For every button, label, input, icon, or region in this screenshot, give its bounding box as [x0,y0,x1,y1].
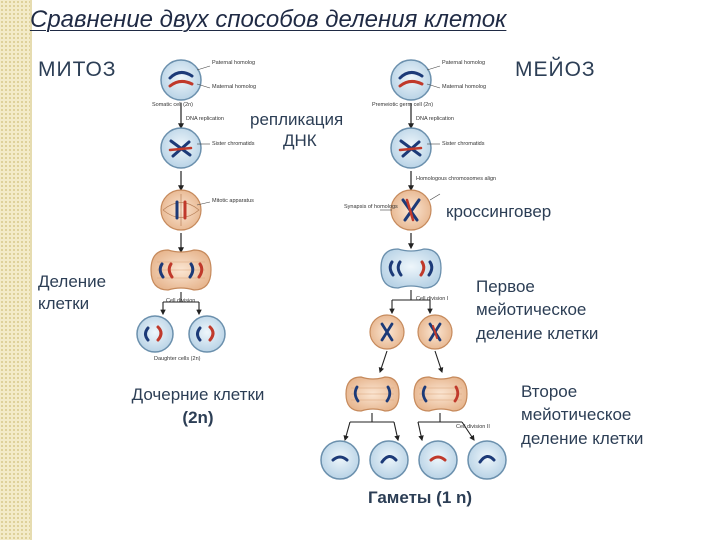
homologous-align-label: Homologous chromosomes align [416,176,497,182]
somatic-cell-label: Somatic cell (2n) [152,102,193,108]
synapsis-label: Synapsis of homologs [344,204,398,210]
arrow [434,350,444,374]
mitotic-apparatus-label: Mitotic apparatus [212,198,254,204]
mitosis-column [136,59,226,353]
mitosis-somatic-cell [160,59,211,101]
meiosis-dividing-cell-1 [380,248,442,289]
meiosis-synapsis-cell [380,189,441,231]
maternal-homolog-label: Maternal homolog [212,84,257,90]
dna-label: ДНК [283,131,317,150]
arrow [393,421,400,442]
replication-label: репликация [250,110,344,129]
gamete-cell-4 [467,440,507,480]
first-division-label-1: Первое [476,277,535,296]
cell-division-label: Cell division [166,298,196,304]
branch-connector [163,292,199,303]
cell-division-2-label: Cell division II [456,424,490,430]
first-division-label-2: мейотическое [476,300,587,319]
first-division-label-3: деление клетки [476,324,599,343]
second-division-label-1: Второе [521,382,578,401]
daughter-cells-ploidy: (2n) [182,408,214,427]
daughter-cells-label: Daughter cells (2n) [154,356,201,362]
meiosis-secondary-cell-2 [417,314,453,350]
mitosis-daughter-cell-2 [188,315,226,353]
arrow [461,421,475,441]
meiosis-column [320,59,507,480]
mitosis-daughter-cell-1 [136,315,174,353]
gametes-label: Гаметы (1 n) [367,488,473,507]
arrow [417,421,424,442]
branch-connector [418,413,462,423]
paternal-homolog-label: Paternal homolog [212,60,256,66]
gamete-cell-1 [320,440,360,480]
mitosis-heading: МИТОЗ [38,58,117,81]
sister-chromatids-label: Sister chromatids [442,141,485,147]
page-title: Сравнение двух способов деления клеток [30,6,507,33]
premeiotic-cell-label: Premeiotic germ cell (2n) [372,102,434,108]
cell-label: клетки [38,294,90,313]
meiosis-dividing-cell-2b [413,376,468,412]
cell-division-1-label: Cell division I [416,296,449,302]
arrow [343,421,351,442]
second-division-label-3: деление клетки [521,429,644,448]
branch-connector [350,413,394,423]
gamete-cell-2 [369,440,409,480]
meiosis-dividing-cell-2a [345,376,400,412]
second-division-label-2: мейотическое [521,405,632,424]
arrow [378,350,388,374]
crossing-over-label: кроссинговер [446,202,552,221]
decorative-side-strip [0,0,30,540]
maternal-homolog-label: Maternal homolog [442,84,487,90]
side-strip-border [30,0,32,540]
daughter-cells-title: Дочерние клетки [131,385,265,404]
paternal-homolog-label: Paternal homolog [442,60,486,66]
branch-connector [392,290,430,301]
mitosis-spindle-cell [160,189,211,231]
meiosis-secondary-cell-1 [369,314,405,350]
meiosis-replicated-cell [390,127,440,169]
dna-replication-label: DNA replication [416,116,454,122]
dna-replication-label: DNA replication [186,116,224,122]
mitosis-dividing-cell [150,249,212,291]
meiosis-germ-cell [390,59,441,101]
sister-chromatids-label: Sister chromatids [212,141,255,147]
mitosis-replicated-cell [160,127,210,169]
cell-division-label: Деление [38,272,107,291]
gamete-cell-3 [418,440,458,480]
meiosis-heading: МЕЙОЗ [515,58,596,81]
